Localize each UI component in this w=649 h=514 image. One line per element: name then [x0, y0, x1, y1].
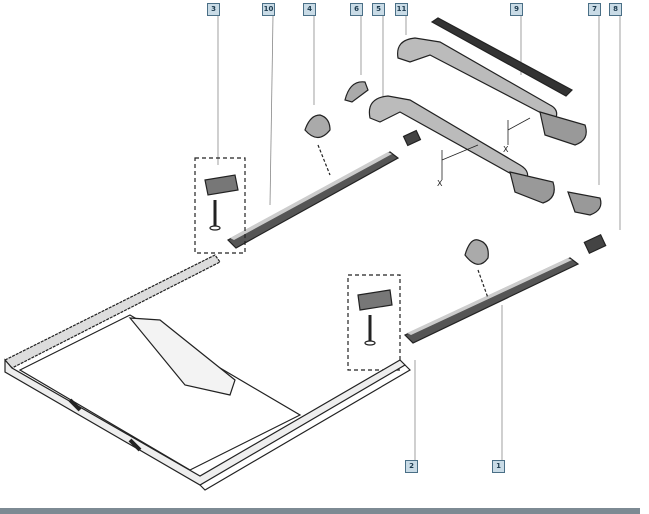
callout-7: 7: [588, 3, 601, 16]
clip-8: [583, 233, 607, 255]
seal-strip: [430, 17, 573, 97]
callout-10: 10: [262, 3, 275, 16]
callout-8: 8: [609, 3, 622, 16]
callout-11: 11: [395, 3, 408, 16]
callout-5: 5: [372, 3, 385, 16]
callout-4: 4: [303, 3, 316, 16]
callout-3: 3: [207, 3, 220, 16]
bottom-bar: [0, 508, 640, 514]
leader-lines: [217, 15, 621, 460]
dimension-marks: X X: [437, 117, 531, 188]
callout-2: 2: [405, 460, 418, 473]
bracket-bag-lower: [464, 239, 489, 299]
bracket-bag-upper: [304, 114, 331, 176]
end-cap-6: [344, 81, 369, 103]
svg-text:X: X: [437, 179, 443, 188]
svg-text:X: X: [503, 145, 509, 154]
callout-1: 1: [492, 460, 505, 473]
side-rail-right: [403, 257, 580, 344]
crossbar-front: [368, 95, 555, 204]
end-cap-7: [567, 191, 602, 216]
side-rail-left: [227, 151, 400, 249]
callout-6: 6: [350, 3, 363, 16]
clip-small: [402, 129, 422, 147]
callout-9: 9: [510, 3, 523, 16]
fastener-kit-2: [347, 274, 401, 371]
fastener-kit-3: [194, 157, 246, 254]
crossbar-rear: [397, 37, 587, 146]
roof-frame: [4, 254, 411, 491]
